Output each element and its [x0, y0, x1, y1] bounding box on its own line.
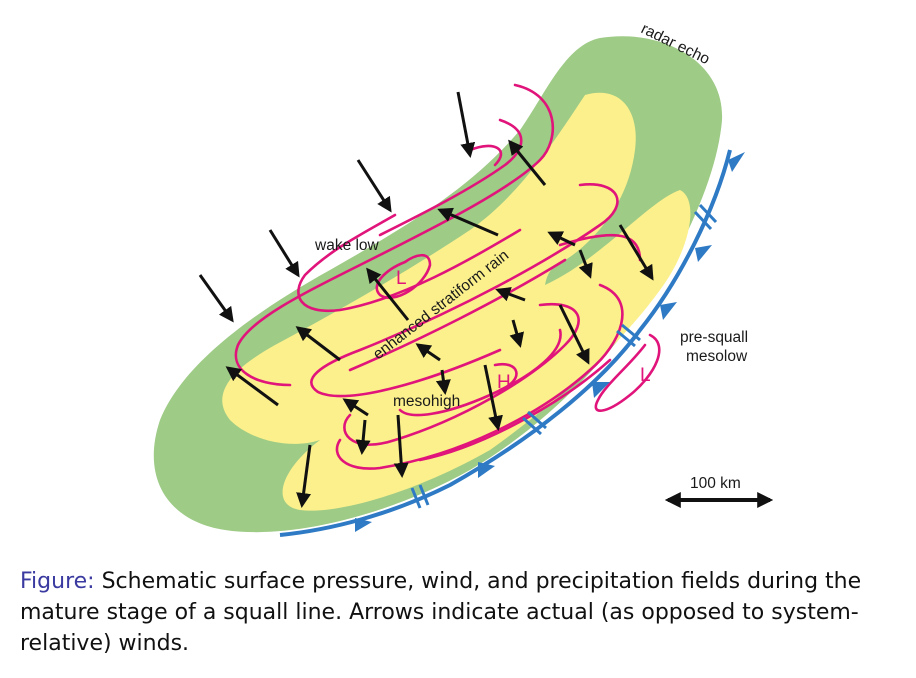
- wind-arrows: [198, 91, 654, 508]
- label-pre-squall: pre-squall: [680, 329, 748, 346]
- isobar-mid-2: [558, 233, 642, 262]
- wind-arrow: [268, 229, 300, 278]
- wind-arrow: [509, 319, 524, 348]
- wind-arrow: [356, 159, 392, 213]
- wind-arrow: [495, 287, 526, 302]
- label-wake-low: wake low: [314, 237, 380, 254]
- isobars: [234, 83, 661, 470]
- wind-arrow: [393, 414, 409, 478]
- wind-arrow: [508, 139, 547, 186]
- caption-lead: Figure:: [20, 569, 95, 594]
- wind-arrow: [198, 274, 234, 323]
- wind-arrow: [558, 304, 590, 365]
- label-low-presquall: L: [640, 365, 651, 386]
- squall-line-diagram: radar echo wake low enhanced stratiform …: [153, 20, 774, 537]
- isobar-mid-3: [348, 258, 567, 372]
- isobar-wake-4: [297, 213, 522, 313]
- front-line: [279, 149, 732, 537]
- figure-caption: Figure: Schematic surface pressure, wind…: [20, 566, 900, 659]
- caption-text: Schematic surface pressure, wind, and pr…: [20, 569, 862, 656]
- wind-arrow: [435, 369, 451, 395]
- wind-arrow: [437, 207, 499, 237]
- isobar-wake-2: [378, 118, 523, 237]
- label-scale: 100 km: [690, 475, 741, 492]
- stratiform-rain-region: [222, 92, 691, 511]
- label-low-wake: L: [396, 268, 407, 289]
- isobar-high-3: [493, 362, 518, 392]
- gust-front: [279, 149, 745, 537]
- wind-arrow: [618, 224, 654, 281]
- wind-arrow: [456, 91, 476, 158]
- front-barb: [695, 245, 712, 262]
- wind-arrow: [225, 366, 279, 407]
- wind-arrow: [295, 326, 341, 362]
- isobar-wake-outer: [234, 83, 554, 387]
- label-mesolow: mesolow: [686, 348, 748, 365]
- front-barb: [660, 302, 677, 320]
- wind-arrow: [366, 267, 410, 321]
- wind-arrow: [355, 419, 371, 455]
- isobar-presquall: [594, 333, 661, 412]
- front-barb: [728, 152, 745, 172]
- wind-arrow: [578, 249, 593, 279]
- label-mesohigh: mesohigh: [393, 393, 460, 410]
- isobar-high-4: [335, 283, 624, 470]
- isobar-mid-1: [310, 183, 619, 398]
- wind-arrow: [547, 231, 576, 247]
- wind-arrow: [296, 444, 312, 508]
- label-high: H: [497, 372, 511, 393]
- front-barb: [478, 462, 495, 478]
- front-barb: [592, 382, 610, 398]
- wind-arrow: [342, 398, 369, 417]
- isobar-wake-3: [468, 144, 503, 167]
- isobar-high-5: [418, 358, 612, 462]
- wind-arrow: [415, 343, 441, 362]
- front-barb: [355, 518, 372, 532]
- wind-arrow: [483, 364, 503, 431]
